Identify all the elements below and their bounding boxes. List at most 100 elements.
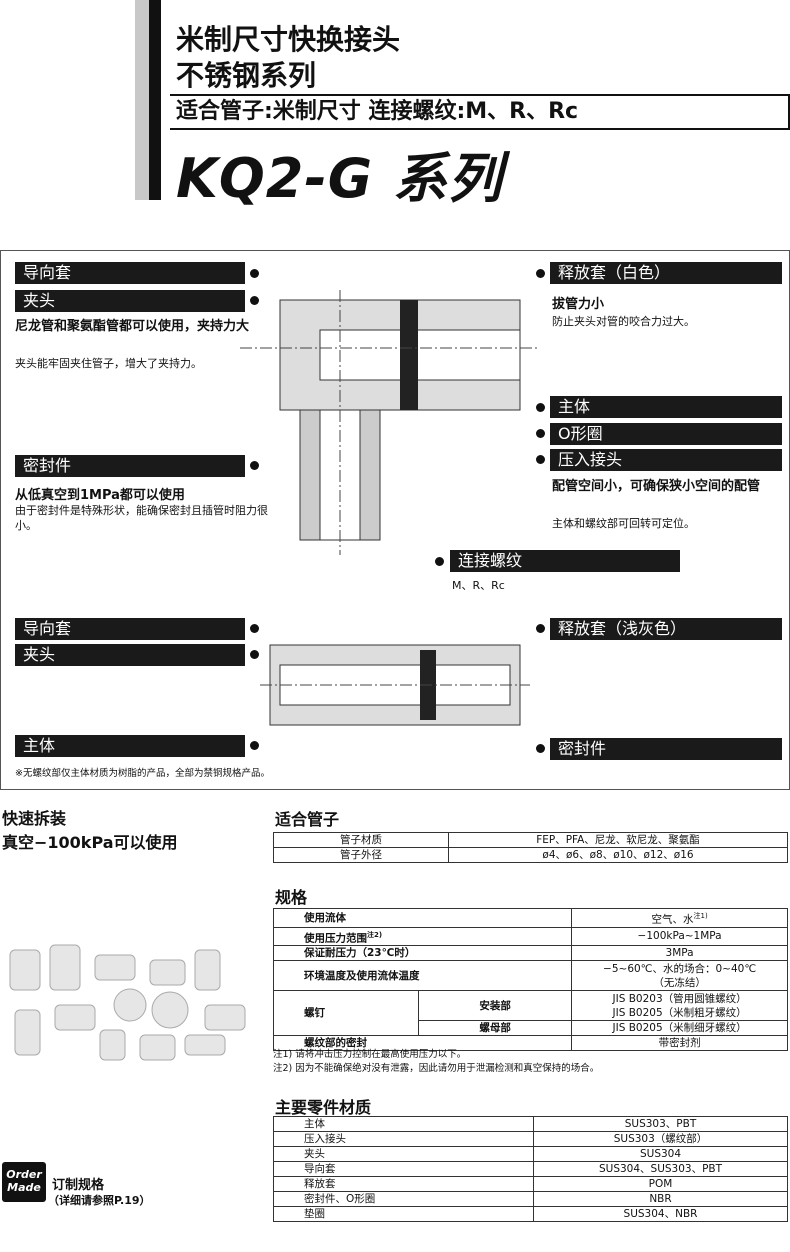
chuck-desc: 夹头能牢固夹住管子，增大了夹持力。 <box>15 357 202 370</box>
leader-dot <box>536 624 545 633</box>
cell: 导向套 <box>273 1161 534 1177</box>
label-release-button: 释放套（白色） <box>550 262 782 284</box>
leader-dot <box>250 461 259 470</box>
product-photo <box>9 944 246 1061</box>
series-title: KQ2-G 系列 <box>176 147 503 210</box>
header-black-strip <box>149 0 161 200</box>
label-connection-thread: 连接螺纹 <box>450 550 680 572</box>
seal-feature: 从低真空到1MPa都可以使用 <box>15 488 185 503</box>
leader-dot <box>250 296 259 305</box>
cell: ø4、ø6、ø8、ø10、ø12、ø16 <box>448 847 788 863</box>
release-desc: 防止夹头对管的咬合力过大。 <box>552 315 695 328</box>
cell: 保证耐压力（23℃时） <box>272 945 573 961</box>
thread-types: M、R、Rc <box>452 579 505 592</box>
leader-dot <box>250 624 259 633</box>
order-made-icon: Order Made <box>2 1162 46 1202</box>
cell: SUS304、NBR <box>533 1206 788 1222</box>
cell: SUS303、PBT <box>533 1116 788 1132</box>
cell: 环境温度及使用流体温度 <box>272 960 573 991</box>
label-chuck-2: 夹头 <box>15 644 245 666</box>
cell: 垫圈 <box>273 1206 534 1222</box>
table-row: 保证耐压力（23℃时）3MPa <box>272 945 788 961</box>
cell: 压入接头 <box>273 1131 534 1147</box>
cell: 使用压力范围注2) <box>272 926 573 946</box>
label-body-2: 主体 <box>15 735 245 757</box>
order-made-ref: （详细请参照P.19） <box>48 1194 151 1207</box>
subtitle: 适合管子:米制尺寸 连接螺纹:M、R、Rc <box>170 94 790 130</box>
header-gray-strip <box>135 0 149 200</box>
seal-desc: 由于密封件是特殊形状，能确保密封且插管时阻力很小。 <box>15 504 268 532</box>
tube-section-title: 适合管子 <box>275 810 340 829</box>
cell: 管子外径 <box>273 847 449 863</box>
release-feature: 拔管力小 <box>552 297 605 312</box>
label-chuck: 夹头 <box>15 290 245 312</box>
spec-table: 使用流体空气、水注1) 使用压力范围注2)−100kPa~1MPa 保证耐压力（… <box>272 908 788 1051</box>
table-row: 螺纹部的密封带密封剂 <box>272 1035 788 1051</box>
label-body: 主体 <box>550 396 782 418</box>
cell: −5~60℃、水的场合：0~40℃（无冻结） <box>571 960 788 991</box>
label-seal: 密封件 <box>15 455 245 477</box>
cell: 螺母部 <box>417 1020 573 1036</box>
cell: JIS B0205（米制细牙螺纹） <box>571 1020 788 1036</box>
label-guide-sleeve-2: 导向套 <box>15 618 245 640</box>
cell: SUS303（螺纹部） <box>533 1131 788 1147</box>
leader-dot <box>536 455 545 464</box>
table-row: 环境温度及使用流体温度−5~60℃、水的场合：0~40℃（无冻结） <box>272 960 788 991</box>
cell: 3MPa <box>571 945 788 961</box>
cell: SUS304 <box>533 1146 788 1162</box>
title-line2: 不锈钢系列 <box>176 59 317 92</box>
feature-quick-release: 快速拆装 <box>2 809 67 828</box>
spec-section-title: 规格 <box>275 888 308 907</box>
cell: FEP、PFA、尼龙、软尼龙、聚氨酯 <box>448 832 788 848</box>
elbow-fitting-drawing <box>240 290 540 555</box>
label-guide-sleeve: 导向套 <box>15 262 245 284</box>
cell: 螺钉 <box>273 990 419 1036</box>
table-row: 使用流体空气、水注1) <box>272 908 788 928</box>
cell: 主体 <box>273 1116 534 1132</box>
chuck-feature: 尼龙管和聚氨酯管都可以使用，夹持力大 <box>15 319 250 334</box>
leader-dot <box>250 741 259 750</box>
cell: 带密封剂 <box>571 1035 788 1051</box>
cell: 安装部 <box>417 990 573 1021</box>
press-fit-feature: 配管空间小，可确保狭小空间的配管 <box>552 479 761 494</box>
cell: 螺纹部的密封 <box>272 1035 573 1051</box>
cell: 夹头 <box>273 1146 534 1162</box>
cell: 释放套 <box>273 1176 534 1192</box>
leader-dot <box>536 429 545 438</box>
label-press-fit: 压入接头 <box>550 449 782 471</box>
leader-dot <box>536 269 545 278</box>
cell: NBR <box>533 1191 788 1207</box>
spec-note-2: 注2) 因为不能确保绝对没有泄露，因此请勿用于泄漏检测和真空保持的场合。 <box>273 1063 600 1074</box>
cell: −100kPa~1MPa <box>571 926 788 946</box>
cell: 密封件、O形圈 <box>273 1191 534 1207</box>
leader-dot <box>536 403 545 412</box>
diagram-note: ※无螺纹部仅主体材质为树脂的产品，全部为禁铜规格产品。 <box>15 768 270 779</box>
feature-vacuum: 真空−100kPa可以使用 <box>2 833 178 852</box>
table-row: 使用压力范围注2)−100kPa~1MPa <box>272 926 788 946</box>
leader-dot <box>250 269 259 278</box>
leader-dot <box>250 650 259 659</box>
cell: JIS B0203（管用圆锥螺纹）JIS B0205（米制粗牙螺纹） <box>571 990 788 1021</box>
press-fit-desc: 主体和螺纹部可回转可定位。 <box>552 517 695 530</box>
leader-dot <box>435 557 444 566</box>
spec-note-1: 注1) 请将冲击压力控制在最高使用压力以下。 <box>273 1049 467 1060</box>
label-release-button-2: 释放套（浅灰色） <box>550 618 782 640</box>
cell: 管子材质 <box>273 832 449 848</box>
cell: POM <box>533 1176 788 1192</box>
label-o-ring: O形圈 <box>550 423 782 445</box>
title-line1: 米制尺寸快换接头 <box>176 23 401 56</box>
cell: 空气、水注1) <box>571 908 788 928</box>
leader-dot <box>536 744 545 753</box>
